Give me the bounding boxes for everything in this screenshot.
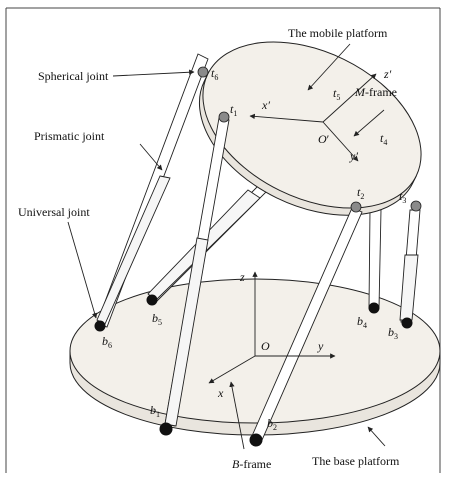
x-prime-label: x′ [261,98,270,112]
joint-b1 [159,422,173,436]
x-prime-axis [249,113,324,123]
spherical-joint-label: Spherical joint [38,69,109,83]
top-joints [197,66,422,213]
base-platform-label: The base platform [312,454,400,468]
mobile-platform [198,41,422,216]
b3-label: b3 [388,325,398,341]
t4-label: t4 [380,131,387,147]
universal-joint-label: Universal joint [18,205,90,219]
joint-t2 [350,201,362,213]
joint-b4 [368,302,380,314]
leg-b1-lower-tube [164,237,209,427]
m-frame-label: M-frame [354,85,397,99]
t3-label: t3 [399,189,406,205]
mobile-platform-label: The mobile platform [288,26,388,40]
b6-label: b6 [102,334,112,350]
mobile-platform-leader [307,43,351,91]
origin-label: O [261,339,270,353]
spherical-joint-leader [112,69,195,77]
b4-label: b4 [357,314,367,330]
y-prime-axis [322,121,359,162]
base-joints [94,294,413,447]
leg-b3-lower-tube [399,254,419,321]
joint-t6 [197,66,209,78]
b-frame-leader [229,381,245,450]
z-prime-label: z′ [383,67,392,81]
t1-label: t1 [230,102,237,118]
b5-label: b5 [152,311,162,327]
front-legs [164,117,363,441]
z-label: z [239,270,245,284]
joint-b5 [146,294,158,306]
prismatic-joint-leader [139,143,163,171]
joint-t1 [218,111,230,123]
y-label: y [317,339,324,353]
b-frame-label: B-frame [232,457,271,471]
t6-label: t6 [211,66,218,82]
callout-lines [67,43,386,450]
base-platform-leader [367,426,386,447]
x-axis [208,355,256,384]
t2-label: t2 [357,185,364,201]
x-label: x [217,386,224,400]
b-frame-axes [208,271,336,384]
m-frame-leader [353,109,385,137]
leg-b4 [368,209,382,309]
universal-joint-leader [67,221,98,319]
origin-prime-label: O′ [318,132,330,146]
joint-b2 [249,433,263,447]
joint-b3 [401,317,413,329]
m-frame-axes [249,73,377,162]
joint-t3 [410,200,422,212]
joint-b6 [94,320,106,332]
b1-label: b1 [150,403,160,419]
z-prime-axis [322,73,377,123]
prismatic-joint-label: Prismatic joint [34,129,105,143]
b2-label: b2 [267,416,277,432]
y-prime-label: y′ [349,149,358,163]
t5-label: t5 [333,86,340,102]
